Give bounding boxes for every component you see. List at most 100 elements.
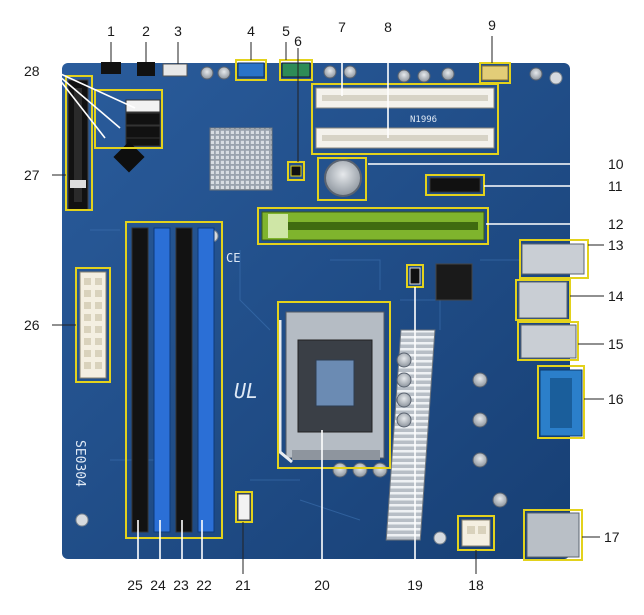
callout-label-16: 16 xyxy=(608,391,624,407)
chip xyxy=(113,141,145,173)
header-connector xyxy=(162,63,188,77)
dimm-slot xyxy=(153,227,171,533)
callout-label-21: 21 xyxy=(235,577,251,593)
callout-label-2: 2 xyxy=(142,23,150,39)
header-connector xyxy=(101,62,121,74)
callout-box-28 xyxy=(94,89,163,149)
board-marking-vertical: SE0304 xyxy=(72,440,87,487)
callout-label-13: 13 xyxy=(608,237,624,253)
callout-box-15 xyxy=(517,321,579,361)
usb-port-stack xyxy=(521,243,585,275)
callout-label-10: 10 xyxy=(608,156,624,172)
callout-label-19: 19 xyxy=(407,577,423,593)
vrm-capacitors xyxy=(332,352,508,508)
pcie-x1-slot xyxy=(429,177,481,193)
pcie-x16-slot xyxy=(261,211,485,241)
header-connector xyxy=(137,62,155,76)
callout-label-3: 3 xyxy=(174,23,182,39)
capacitor xyxy=(217,66,231,80)
callout-labels: 1 2 3 4 5 6 7 8 9 10 11 12 13 14 15 16 1… xyxy=(24,17,624,593)
mounting-hole xyxy=(433,531,447,545)
sata-port xyxy=(125,125,161,139)
capacitor xyxy=(417,69,431,83)
capacitor xyxy=(529,67,543,81)
callout-label-11: 11 xyxy=(608,178,623,194)
fan-header xyxy=(237,493,251,521)
callout-box-22-25 xyxy=(125,221,223,539)
callout-boxes xyxy=(65,59,589,561)
callout-label-4: 4 xyxy=(247,23,255,39)
capacitor xyxy=(343,65,357,79)
pcie-x1-slot-left xyxy=(67,79,89,211)
callout-box-21 xyxy=(235,491,253,523)
callout-box-7-8 xyxy=(311,83,499,155)
dimm-slot xyxy=(197,227,215,533)
board-logo-mark: CE xyxy=(226,251,240,265)
pci-slot-marking: N1996 xyxy=(410,115,437,125)
socket-lever xyxy=(278,320,293,464)
coin-battery xyxy=(324,159,362,197)
capacitor xyxy=(397,69,411,83)
sata-connectors xyxy=(125,99,161,147)
top-headers xyxy=(101,62,543,83)
jumper xyxy=(290,165,302,177)
callout-box-14 xyxy=(515,279,571,321)
capacitor xyxy=(323,65,337,79)
audio-connector-stack xyxy=(526,512,580,558)
callout-label-24: 24 xyxy=(150,577,166,593)
callout-label-22: 22 xyxy=(196,577,212,593)
cpu-power-connector xyxy=(461,519,491,547)
callout-label-20: 20 xyxy=(314,577,330,593)
callout-label-26: 26 xyxy=(24,317,40,333)
callout-box-20 xyxy=(277,301,391,469)
callout-box-6 xyxy=(287,161,305,181)
callout-box-13 xyxy=(519,239,589,279)
callout-label-17: 17 xyxy=(604,529,620,545)
callout-label-23: 23 xyxy=(173,577,189,593)
atx-power-connector xyxy=(79,271,107,379)
memory-slots xyxy=(131,227,215,533)
callout-label-18: 18 xyxy=(468,577,484,593)
callout-label-9: 9 xyxy=(488,17,496,33)
mounting-hole xyxy=(75,513,89,527)
mounting-hole xyxy=(549,71,563,85)
callout-box-9 xyxy=(479,62,511,84)
callout-label-5: 5 xyxy=(282,23,290,39)
capacitor xyxy=(441,67,455,81)
usb-port-stack xyxy=(520,324,577,359)
callout-label-15: 15 xyxy=(608,336,624,352)
dimm-slot xyxy=(175,227,193,533)
header-connector xyxy=(281,62,311,78)
rear-io xyxy=(518,243,585,558)
callout-box-12 xyxy=(257,207,489,245)
dimm-slot xyxy=(131,227,149,533)
callout-label-12: 12 xyxy=(608,216,624,232)
callout-label-8: 8 xyxy=(384,19,392,35)
header-connector xyxy=(237,62,265,78)
sata-port xyxy=(125,99,161,113)
callout-box-10 xyxy=(317,157,367,201)
callout-box-27 xyxy=(65,75,93,211)
chipset-heatsink xyxy=(209,127,273,191)
callout-box-17 xyxy=(523,509,583,561)
leader-lines xyxy=(51,36,604,574)
board-logo-mark: UL xyxy=(234,379,258,403)
header-connector xyxy=(481,65,509,81)
callout-label-27: 27 xyxy=(24,167,40,183)
network-port-stack xyxy=(518,281,568,319)
callout-label-14: 14 xyxy=(608,288,624,304)
callout-label-1: 1 xyxy=(107,23,115,39)
chip xyxy=(435,263,473,301)
cpu-socket xyxy=(278,311,385,464)
callout-label-25: 25 xyxy=(127,577,143,593)
sata-port xyxy=(125,137,161,147)
pci-slots: N1996 xyxy=(315,87,495,149)
callout-label-6: 6 xyxy=(294,33,302,49)
fan-header xyxy=(409,267,421,285)
callout-label-7: 7 xyxy=(338,19,346,35)
callout-box-5 xyxy=(279,59,313,81)
capacitor xyxy=(200,66,214,80)
sata-port xyxy=(125,112,161,126)
callout-label-28: 28 xyxy=(24,63,40,79)
